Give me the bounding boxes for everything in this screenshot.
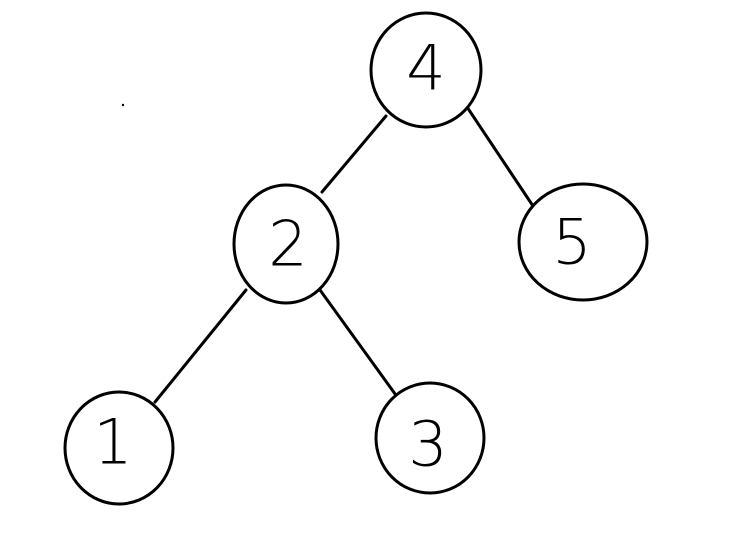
- tree-node-2: 2: [232, 183, 340, 305]
- tree-node-1: 1: [63, 390, 175, 506]
- edge-4-5: [463, 102, 535, 208]
- edge-2-1: [153, 288, 248, 404]
- edge-4-2: [320, 114, 388, 194]
- node-label-3: 3: [408, 408, 447, 481]
- stray-dot: [121, 103, 125, 107]
- tree-node-5: 5: [517, 182, 649, 302]
- node-label-1: 1: [93, 406, 132, 479]
- node-label-4: 4: [406, 32, 445, 105]
- tree-node-4: 4: [369, 11, 483, 129]
- node-label-5: 5: [552, 206, 591, 279]
- edge-2-3: [318, 288, 400, 400]
- node-label-2: 2: [268, 208, 307, 281]
- tree-node-3: 3: [374, 381, 486, 495]
